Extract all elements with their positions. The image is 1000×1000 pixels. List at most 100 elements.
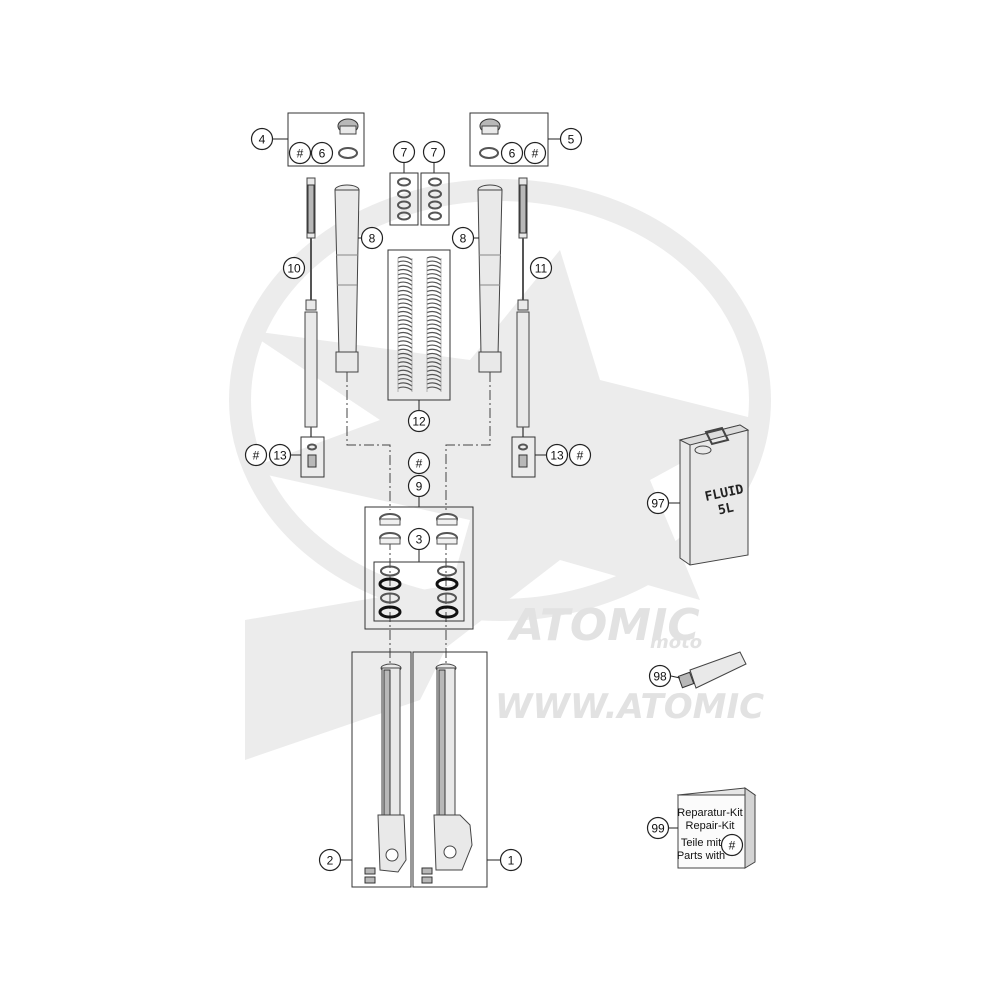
axle-foot [433, 814, 473, 871]
callout-circle [310, 141, 334, 165]
callout-circle [268, 443, 292, 467]
repair-kit-line2: Repair-Kit [686, 820, 735, 832]
callout-c4: 4 [250, 127, 274, 151]
callout-label: 1 [508, 854, 515, 868]
callout-c7b: 7 [422, 140, 446, 164]
callout-c13b: 13 [545, 443, 569, 467]
shim-washer [397, 200, 411, 210]
callout-label: 11 [535, 262, 548, 276]
callout-circle [559, 127, 583, 151]
callout-label: 5 [568, 133, 575, 147]
top-cap-body [339, 125, 357, 135]
callout-c7a: 7 [392, 140, 416, 164]
damper-cartridge-right [516, 177, 530, 437]
pinch-bolt [364, 867, 376, 875]
watermark-swoosh [245, 250, 760, 660]
callout-label: 6 [509, 147, 516, 161]
callout-c6a: 6 [310, 141, 334, 165]
pinch-bolt [364, 876, 376, 884]
outer-tube-bushing [335, 351, 359, 373]
callout-circle [244, 443, 268, 467]
watermark-sub: moto [650, 632, 702, 653]
callout-c3: 3 [407, 527, 431, 551]
callout-circle [407, 474, 431, 498]
callout-circle [648, 664, 672, 688]
outer-tube-bushing [478, 351, 502, 373]
callout-circle [318, 848, 342, 872]
bushing-kit-frame [364, 506, 474, 630]
callout-circle [422, 140, 446, 164]
shim-washer [428, 211, 442, 221]
callout-circle [407, 527, 431, 551]
callout-circle [523, 141, 547, 165]
callout-label: 7 [401, 146, 408, 160]
o-ring-icon [479, 147, 499, 159]
callout-label: 12 [412, 415, 426, 429]
fluid-can-line2: 5L [717, 500, 736, 518]
callout-circle [646, 816, 670, 840]
repair-kit-line3: Teile mit [681, 837, 721, 849]
callout-c8b: 8 [451, 226, 475, 250]
callout-circle [451, 226, 475, 250]
callout-circle [288, 141, 312, 165]
shim-kit-left-frame [389, 172, 419, 226]
drain-bolt-right [511, 436, 546, 478]
callout-label: 13 [273, 449, 287, 463]
callout-label: 4 [259, 133, 266, 147]
guide-bushing-body [436, 518, 458, 526]
shim-washer [397, 211, 411, 221]
callout-circle [407, 409, 431, 433]
callout-circle [529, 256, 553, 280]
guide-bushing-body [379, 518, 401, 526]
callout-circle [499, 848, 523, 872]
callout-label: # [253, 449, 260, 463]
spring-kit [387, 249, 451, 412]
callout-c6b: 6 [500, 141, 524, 165]
shim-washer [428, 189, 442, 199]
callout-circle [250, 127, 274, 151]
callout-c5: 5 [559, 127, 583, 151]
guide-bushing-body [379, 537, 401, 545]
repair-kit-line4: Parts with [677, 850, 725, 862]
fork-leg-right [412, 651, 500, 888]
callout-h5: # [523, 141, 547, 165]
damper-tube [516, 311, 530, 428]
damper-adjuster [519, 184, 527, 234]
callout-label: 7 [431, 146, 438, 160]
callout-circle [500, 141, 524, 165]
fork-spring [426, 256, 442, 391]
o-ring-icon [338, 147, 358, 159]
callout-h13a: # [244, 443, 268, 467]
callout-c8a: 8 [360, 226, 384, 250]
callout-c98: 98 [648, 664, 672, 688]
callout-label: 2 [327, 854, 334, 868]
damper-piston [305, 299, 317, 311]
callout-label: 9 [416, 480, 423, 494]
cap-kit-right [469, 112, 562, 167]
seal-washer [380, 592, 400, 604]
callout-circle [720, 833, 744, 857]
fork-leg-right-frame [412, 651, 488, 888]
callout-c10: 10 [282, 256, 306, 280]
cap-kit-left [272, 112, 365, 167]
guide-bushing-body [436, 537, 458, 545]
callout-label: # [532, 147, 539, 161]
top-cap-body [481, 125, 499, 135]
callout-c2: 2 [318, 848, 342, 872]
damper-piston [517, 299, 529, 311]
callout-circle [360, 226, 384, 250]
callout-label: 10 [287, 262, 301, 276]
shim-washer [428, 177, 442, 187]
seal-kit-frame [373, 561, 465, 622]
callout-c12: 12 [407, 409, 431, 433]
can-handle [704, 426, 730, 446]
callout-circle [545, 443, 569, 467]
seal-kit [364, 506, 474, 630]
callout-label: # [297, 147, 304, 161]
seal-washer [437, 592, 457, 604]
callout-c11: 11 [529, 256, 553, 280]
callout-circle [407, 451, 431, 475]
shim-washer [397, 189, 411, 199]
